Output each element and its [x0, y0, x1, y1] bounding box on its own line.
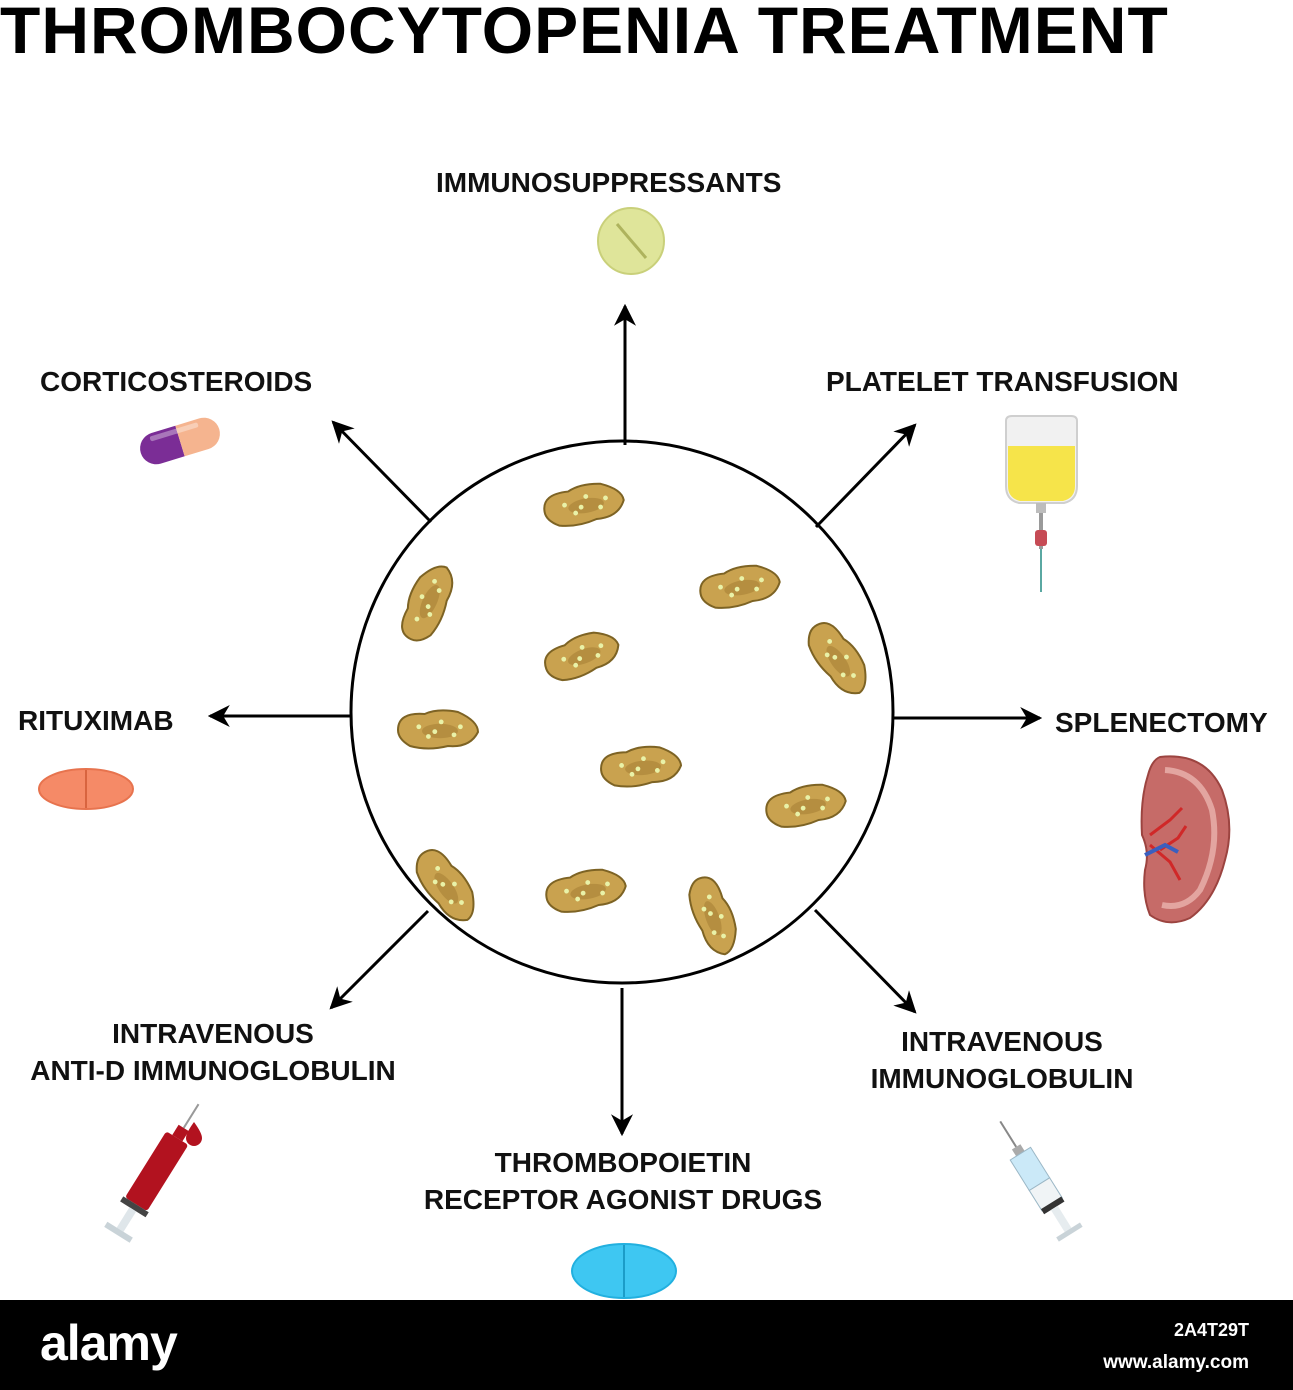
platelet-icon	[543, 482, 625, 527]
label-tpo-line1: THROMBOPOIETIN	[494, 1147, 752, 1178]
label-splenectomy: SPLENECTOMY	[1055, 707, 1268, 738]
platelet-icon	[545, 868, 627, 913]
platelet-icon	[415, 849, 475, 922]
platelet-icon	[699, 564, 781, 609]
label-immunosuppressants: IMMUNOSUPPRESSANTS	[436, 167, 782, 198]
capsule-icon	[140, 417, 220, 465]
platelet-icon	[544, 631, 620, 682]
platelet-icon	[688, 876, 737, 956]
arrow-ivig	[813, 908, 917, 1014]
blood-drop-icon	[186, 1122, 202, 1146]
platelets-group	[396, 482, 867, 956]
oval-tablet-icon	[38, 768, 134, 810]
syringe-icon	[999, 1120, 1083, 1242]
arrow-corticosteroids	[331, 420, 433, 524]
page-title: THROMBOCYTOPENIA TREATMENT	[0, 0, 1169, 67]
brand-logo[interactable]: alamy	[40, 1315, 178, 1371]
label-ivig-line1: INTRAVENOUS	[901, 1026, 1103, 1057]
label-anti-d: INTRAVENOUS ANTI-D IMMUNOGLOBULIN	[0, 1015, 426, 1089]
arrow-platelet-transfusion	[814, 423, 917, 529]
blue-tablet-icon	[571, 1243, 677, 1299]
label-rituximab: RITUXIMAB	[18, 705, 174, 736]
label-ivig-line2: IMMUNOGLOBULIN	[870, 1063, 1134, 1094]
iv-bag-icon	[1005, 415, 1078, 592]
platelet-icon	[600, 745, 683, 788]
platelet-icon	[396, 709, 480, 750]
label-tpo-line2: RECEPTOR AGONIST DRUGS	[423, 1184, 823, 1215]
platelet-icon	[401, 565, 454, 642]
site-url[interactable]: www.alamy.com	[1103, 1352, 1249, 1373]
label-anti-d-line2: ANTI-D IMMUNOGLOBULIN	[30, 1055, 396, 1086]
label-corticosteroids: CORTICOSTEROIDS	[40, 366, 313, 397]
image-id: 2A4T29T	[1173, 1320, 1249, 1340]
label-tpo: THROMBOPOIETIN RECEPTOR AGONIST DRUGS	[395, 1144, 851, 1218]
platelet-icon	[765, 783, 847, 828]
label-platelet-transfusion: PLATELET TRANSFUSION	[826, 366, 1179, 397]
arrow-anti-d	[329, 909, 430, 1010]
treatment-diagram	[38, 207, 1231, 1299]
spleen-icon	[1140, 755, 1231, 924]
platelet-icon	[807, 622, 867, 695]
label-ivig: INTRAVENOUS IMMUNOGLOBULIN	[852, 1023, 1152, 1097]
round-tablet-icon	[597, 207, 665, 275]
blood-syringe-icon	[104, 1103, 200, 1243]
footer-bar: alamy 2A4T29T www.alamy.com	[0, 1300, 1293, 1390]
label-anti-d-line1: INTRAVENOUS	[112, 1018, 314, 1049]
